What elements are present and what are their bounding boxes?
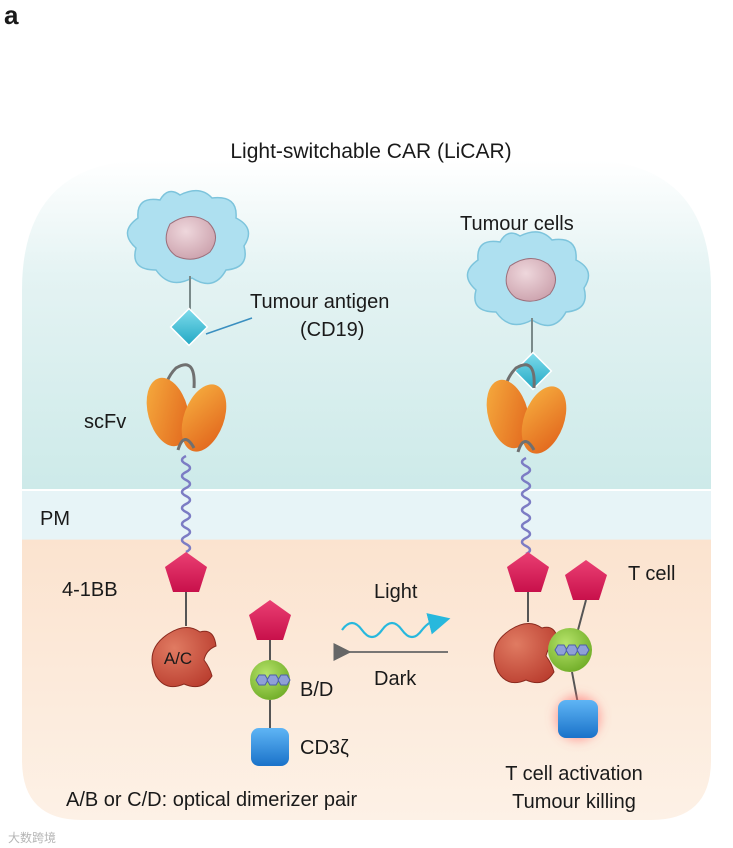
- bd-label: B/D: [300, 679, 333, 701]
- extracellular-region: [22, 160, 711, 490]
- ac-label: A/C: [164, 649, 192, 668]
- free-pentagon: [249, 600, 291, 640]
- 4-1bb-domain-right: [507, 552, 549, 592]
- tumour-cells-label: Tumour cells: [460, 213, 574, 235]
- scfv-domain-right: [486, 363, 567, 454]
- tumour-antigen-diamond: [169, 307, 209, 347]
- cd3z-domain-free: [251, 728, 289, 766]
- pm-label: PM: [40, 508, 70, 530]
- ac-photoreceptor-left: [151, 627, 217, 688]
- tumour-antigen-label: Tumour antigen: [250, 291, 389, 313]
- cd19-label: (CD19): [300, 319, 364, 341]
- left-car-dark-state: A/C: [126, 189, 253, 688]
- dimerizer-note: A/B or C/D: optical dimerizer pair: [66, 789, 358, 811]
- t-cell-label: T cell: [628, 563, 675, 585]
- t-cell-activation-label: T cell activation: [505, 763, 642, 785]
- panel-letter: a: [4, 0, 19, 30]
- free-bd-cd3z-complex: [249, 600, 291, 766]
- diagram-title: Light-switchable CAR (LiCAR): [230, 140, 511, 163]
- watermark: 大数跨境: [8, 830, 56, 845]
- right-car-light-state: [466, 231, 607, 746]
- cd3z-domain-active: [558, 700, 598, 738]
- tumour-cell-right: [466, 231, 590, 327]
- light-label: Light: [374, 581, 418, 603]
- tumour-cell-left: [126, 189, 250, 285]
- scfv-domain-left: [146, 363, 227, 452]
- cd3z-label: CD3ζ: [300, 737, 349, 759]
- light-wave-arrow: [341, 613, 451, 639]
- transmembrane-helix-right: [520, 456, 532, 556]
- background-compartments: [22, 160, 711, 820]
- 4-1bb-domain-left: [165, 552, 207, 592]
- dark-label: Dark: [374, 668, 417, 690]
- tumour-killing-label: Tumour killing: [512, 791, 636, 813]
- switch-arrows: [333, 613, 451, 661]
- scfv-label: scFv: [84, 411, 126, 433]
- cytoplasm-region: [22, 540, 711, 820]
- transmembrane-helix-left: [180, 454, 192, 554]
- ac-photoreceptor-right: [493, 623, 559, 684]
- recruited-pentagon: [565, 560, 607, 600]
- 4-1bb-label: 4-1BB: [62, 579, 118, 601]
- plasma-membrane-band: [22, 490, 711, 540]
